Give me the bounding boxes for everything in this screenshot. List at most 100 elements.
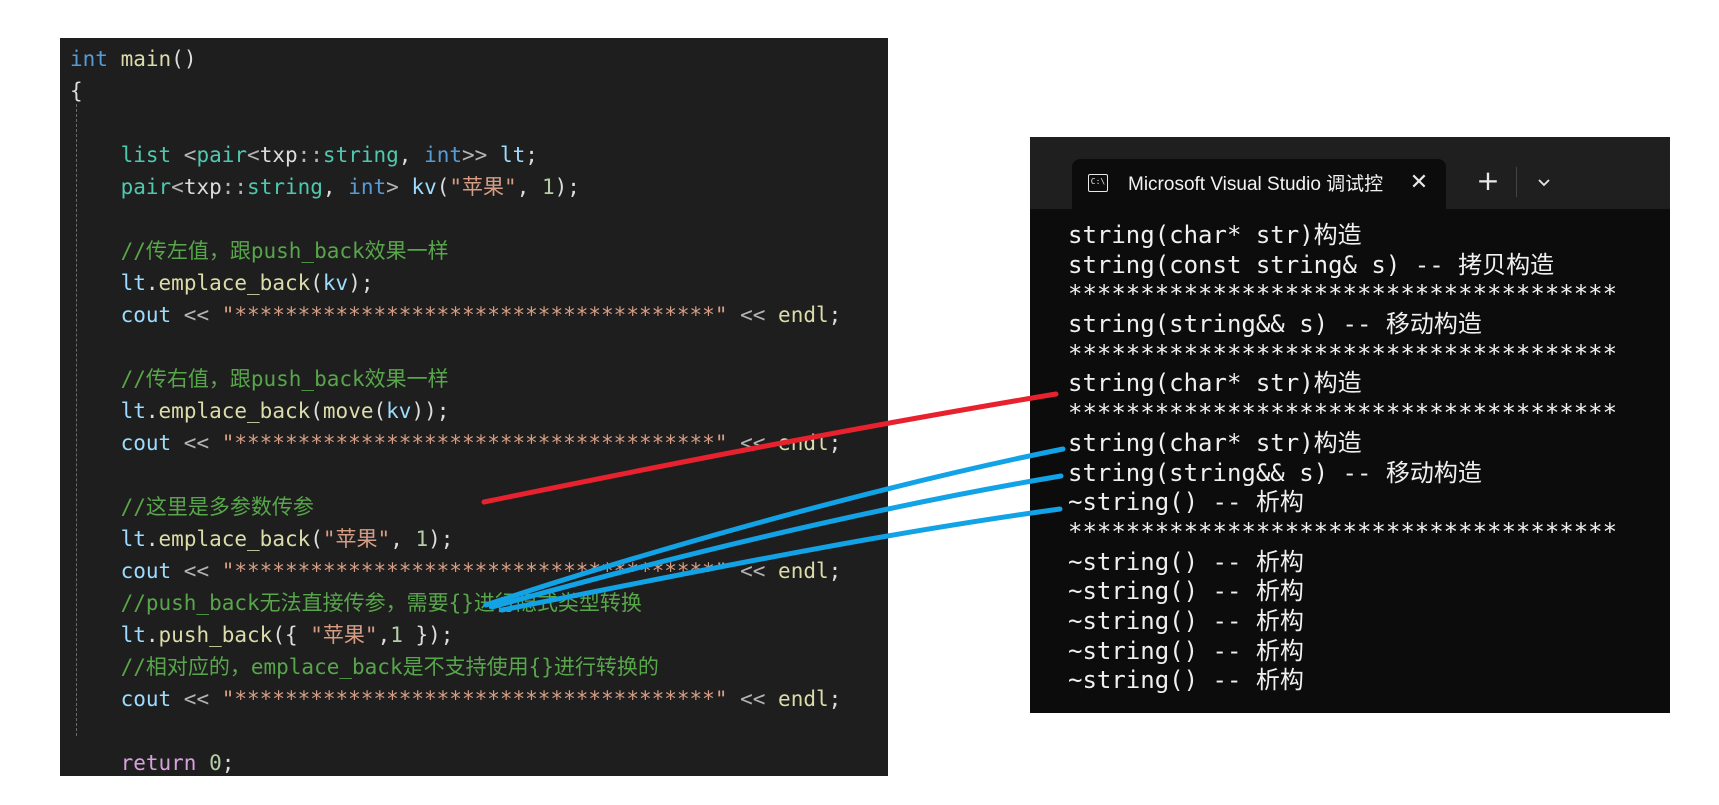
code-token: . [145, 399, 159, 423]
console-output-line: ************************************** [1068, 517, 1618, 546]
code-line: //相对应的，emplace_back是不支持使用{}进行转换的 [70, 651, 659, 683]
code-token: 1 [415, 527, 429, 551]
code-token: . [145, 527, 159, 551]
code-token: ; [828, 559, 842, 583]
code-token: //push_back无法直接传参，需要{}进行隐式类型转换 [120, 591, 642, 615]
close-icon[interactable]: ✕ [1409, 170, 1429, 195]
code-token: ( [310, 271, 323, 295]
code-token: 0 [209, 751, 222, 775]
console-output-line: ~string() -- 析构 [1068, 666, 1304, 695]
code-token: ; [828, 687, 842, 711]
code-token: "**************************************" [221, 559, 728, 583]
console-tab[interactable]: C:\ Microsoft Visual Studio 调试控 ✕ [1072, 159, 1446, 211]
code-token: , [516, 175, 542, 199]
code-token: << [727, 303, 779, 327]
console-titlebar: C:\ Microsoft Visual Studio 调试控 ✕ + [1030, 137, 1670, 211]
code-token: string [247, 175, 323, 199]
code-token: emplace_back [158, 527, 311, 551]
code-token: txp [259, 143, 298, 167]
code-line: list <pair<txp::string, int>> lt; [70, 139, 538, 171]
code-token: int [70, 47, 108, 71]
code-token: int [348, 175, 387, 199]
code-token: "**************************************" [221, 303, 728, 327]
code-token: //传右值，跟push_back效果一样 [120, 367, 449, 391]
code-token: << [171, 559, 222, 583]
console-output-line: string(char* str)构造 [1068, 428, 1362, 457]
code-token: 1 [390, 623, 403, 647]
code-token: )); [411, 399, 450, 423]
code-token: "苹果" [322, 527, 391, 551]
console-output-line: string(string&& s) -- 移动构造 [1068, 458, 1482, 487]
code-token: //这里是多参数传参 [120, 495, 314, 519]
debug-console-window: C:\ Microsoft Visual Studio 调试控 ✕ + stri… [1030, 137, 1670, 713]
console-output-line: ************************************** [1068, 280, 1618, 309]
code-token: ; [525, 143, 538, 167]
code-token: cout [120, 687, 172, 711]
blue-annotation-arrow-2 [489, 473, 1064, 610]
code-line: //push_back无法直接传参，需要{}进行隐式类型转换 [70, 587, 642, 619]
console-output-line: ************************************** [1068, 339, 1618, 368]
console-output-line: ~string() -- 析构 [1068, 636, 1304, 665]
code-line: pair<txp::string, int> kv("苹果", 1); [70, 171, 580, 203]
code-token: lt [120, 623, 146, 647]
code-token: lt [499, 143, 526, 167]
code-token: "**************************************" [221, 687, 728, 711]
code-token: //传左值，跟push_back效果一样 [120, 239, 449, 263]
code-line: cout << "*******************************… [70, 555, 842, 587]
code-token: :: [221, 175, 248, 199]
code-token: move [322, 399, 374, 423]
code-token: { [70, 79, 83, 103]
code-token: < [247, 143, 260, 167]
code-token: ; [221, 751, 235, 775]
chevron-down-icon[interactable] [1526, 163, 1562, 203]
code-token: < [171, 143, 197, 167]
code-editor[interactable]: int main(){ list <pair<txp::string, int>… [60, 38, 888, 776]
code-token: < [171, 175, 184, 199]
code-token: << [171, 431, 222, 455]
code-line: lt.emplace_back(move(kv)); [70, 395, 450, 427]
code-token: "苹果" [310, 623, 378, 647]
console-output-line: ~string() -- 析构 [1068, 547, 1304, 576]
code-line: return 0; [70, 747, 235, 776]
code-token: endl [778, 687, 829, 711]
code-token: , [398, 143, 425, 167]
code-token: ( [310, 399, 323, 423]
console-output-line: ************************************** [1068, 399, 1618, 428]
code-token: cout [120, 559, 172, 583]
code-token: "苹果" [449, 175, 517, 199]
console-output-line: ~string() -- 析构 [1068, 488, 1304, 517]
code-token: cout [120, 431, 172, 455]
code-token: > [386, 175, 412, 199]
code-token: string [322, 143, 399, 167]
code-token: pair [120, 175, 172, 199]
code-line: lt.emplace_back(kv); [70, 267, 374, 299]
code-token: pair [196, 143, 248, 167]
red-annotation-arrow [481, 391, 1059, 505]
code-token: , [390, 527, 416, 551]
code-line: { [70, 75, 83, 107]
code-token: kv [322, 271, 349, 295]
code-token: >> [462, 143, 500, 167]
blue-annotation-arrow-1 [483, 446, 1066, 608]
console-tab-title: Microsoft Visual Studio 调试控 [1128, 174, 1384, 195]
new-tab-button[interactable]: + [1476, 164, 1500, 197]
console-output-line: string(string&& s) -- 移动构造 [1068, 310, 1482, 339]
code-token: 1 [541, 175, 555, 199]
code-line: cout << "*******************************… [70, 683, 842, 715]
console-output-line: string(char* str)构造 [1068, 369, 1362, 398]
code-token: << [171, 687, 222, 711]
code-token: ; [828, 303, 842, 327]
code-token: endl [778, 559, 829, 583]
code-token: "**************************************" [221, 431, 728, 455]
code-token: main [120, 47, 172, 71]
code-token: int [424, 143, 463, 167]
code-line: int main() [70, 43, 196, 75]
blue-annotation-arrow-3 [499, 506, 1063, 613]
code-token: push_back [158, 623, 273, 647]
code-token: lt [120, 399, 146, 423]
code-token: << [727, 687, 779, 711]
tab-separator [1516, 167, 1517, 197]
code-token: txp [183, 175, 222, 199]
